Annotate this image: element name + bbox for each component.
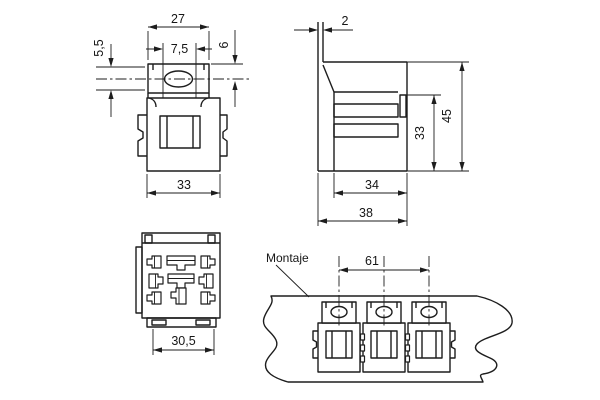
side-rib [399,94,407,118]
relay-socket-3 [407,301,451,373]
mounting-annotation: Montaje [266,251,310,298]
shoulder-hooks [148,97,209,108]
tab-corner-notches [152,64,205,70]
dimension-bottom-body-width: 30,5 [152,329,215,355]
relay-outline [325,330,353,359]
relay-outline [415,330,443,359]
dimension-body-depth: 34 [333,173,408,226]
relay-inner-lines [166,116,194,148]
dimension-center-offset-top: 6 [211,30,243,107]
relay-socket-2 [362,301,406,373]
mounting-label: Montaje [266,251,309,265]
foot-right [195,319,211,326]
dim-label-45: 45 [440,109,454,123]
terminal-right-1 [200,255,216,269]
terminal-right-2 [198,273,214,289]
socket-centerlines [338,256,430,326]
dim-label-27: 27 [171,12,185,26]
dimension-pitch: 61 [339,254,429,273]
relay-socket-1 [317,301,361,373]
dimension-total-depth: 38 [317,173,407,226]
clip-right-socket-3 [450,330,456,359]
corner-notch-right [207,234,216,244]
mounting-view: 61 Montaje [262,251,513,383]
dimension-body-height: 33 [407,94,441,171]
tab-edge-lines [317,22,324,171]
dimension-hole-width: 7,5 [146,42,212,98]
relay-inner-lines [376,331,392,358]
relay-outline [370,330,398,359]
relay-inner-lines [421,331,437,358]
dim-label-5-5: 5,5 [92,39,106,56]
terminal-left-1 [146,255,162,269]
side-flange [135,246,143,314]
dim-label-7-5: 7,5 [171,42,188,56]
relay-inner-lines [331,331,347,358]
side-clip-right [220,114,228,157]
tab-corner-notches [325,302,353,308]
dim-label-38: 38 [359,206,373,220]
dimension-center-offset-left: 5,5 [92,39,145,117]
terminal-center-mid [167,273,195,289]
dim-label-33-side: 33 [413,126,427,140]
bottom-rail [146,317,217,328]
dim-label-30-5: 30,5 [171,334,195,348]
terminal-slots [146,255,216,305]
leader-line [275,264,310,298]
terminal-center-bottom [170,287,187,305]
terminal-left-2 [148,273,164,289]
dimension-total-height: 45 [407,61,469,172]
corner-notch-left [144,234,153,244]
mounting-rail [262,295,513,383]
dimension-tab-thickness: 2 [294,14,353,33]
front-view: 27 7,5 5,5 6 33 [92,12,251,198]
slot-lower [333,123,399,138]
interlock-nubs [359,333,411,363]
side-outline [317,22,408,172]
side-clip-left [137,114,147,157]
tab-body-joints [147,93,210,98]
tab-corner-notches [370,302,398,308]
terminal-left-3 [146,291,162,305]
dim-label-6: 6 [217,41,231,48]
slot-upper [333,103,399,118]
dimension-tab-width: 27 [147,12,210,60]
front-outline [137,63,228,172]
tab-gusset [322,64,335,93]
tab-corner-notches [415,302,443,308]
socket-body [146,97,221,172]
terminal-detail-lines [154,256,208,304]
dim-label-2: 2 [342,14,349,28]
dim-label-34: 34 [365,178,379,192]
dim-label-61: 61 [365,254,379,268]
relay-outline [159,115,201,149]
dimension-front-body-width: 33 [146,174,221,198]
dim-label-33-front: 33 [177,178,191,192]
terminal-right-3 [200,291,216,305]
bottom-view: 30,5 [135,232,221,355]
body-outline [318,61,408,172]
foot-left [151,319,167,326]
clip-left-socket-1 [312,330,318,359]
terminal-center-top [166,255,196,271]
side-view: 2 45 33 34 38 [294,14,469,226]
